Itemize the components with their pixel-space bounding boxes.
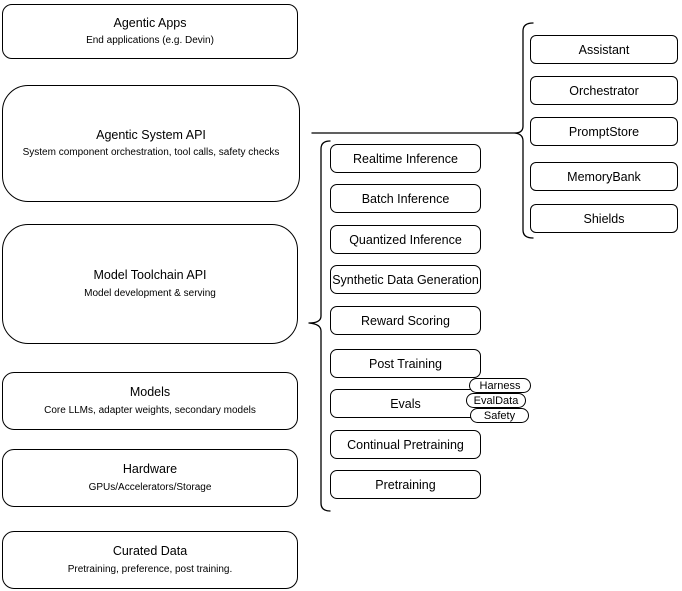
- tag-safety: Safety: [470, 408, 529, 423]
- node-subtitle: Model development & serving: [84, 287, 216, 299]
- node-batch-inference: Batch Inference: [330, 184, 481, 213]
- node-memorybank: MemoryBank: [530, 162, 678, 191]
- node-synthetic-data-generation: Synthetic Data Generation: [330, 265, 481, 294]
- node-title: Agentic System API: [96, 127, 206, 142]
- node-curated-data: Curated Data Pretraining, preference, po…: [2, 531, 298, 589]
- node-title: Models: [129, 385, 171, 400]
- node-evals: Evals: [330, 389, 481, 418]
- node-title: Model Toolchain API: [93, 268, 207, 283]
- node-subtitle: Pretraining, preference, post training.: [67, 563, 233, 575]
- node-model-toolchain-api: Model Toolchain API Model development & …: [2, 224, 298, 344]
- tag-evaldata: EvalData: [466, 393, 526, 408]
- node-models: Models Core LLMs, adapter weights, secon…: [2, 372, 298, 430]
- node-promptstore: PromptStore: [530, 117, 678, 146]
- node-subtitle: Core LLMs, adapter weights, secondary mo…: [44, 404, 256, 416]
- node-post-training: Post Training: [330, 349, 481, 378]
- node-reward-scoring: Reward Scoring: [330, 306, 481, 335]
- node-subtitle: End applications (e.g. Devin): [86, 35, 214, 47]
- node-agentic-system-api: Agentic System API System component orch…: [2, 85, 300, 202]
- tag-harness: Harness: [469, 378, 531, 393]
- node-title: Hardware: [122, 462, 178, 477]
- node-agentic-apps: Agentic Apps End applications (e.g. Devi…: [2, 4, 298, 59]
- toolchain-brace: [308, 140, 331, 512]
- node-pretraining: Pretraining: [330, 470, 481, 499]
- node-quantized-inference: Quantized Inference: [330, 225, 481, 254]
- node-title: Curated Data: [112, 544, 188, 559]
- node-shields: Shields: [530, 204, 678, 233]
- node-subtitle: System component orchestration, tool cal…: [22, 147, 280, 159]
- node-title: Agentic Apps: [113, 15, 187, 30]
- node-orchestrator: Orchestrator: [530, 76, 678, 105]
- node-realtime-inference: Realtime Inference: [330, 144, 481, 173]
- node-hardware: Hardware GPUs/Accelerators/Storage: [2, 449, 298, 507]
- node-subtitle: GPUs/Accelerators/Storage: [88, 481, 212, 493]
- node-continual-pretraining: Continual Pretraining: [330, 430, 481, 459]
- node-assistant: Assistant: [530, 35, 678, 64]
